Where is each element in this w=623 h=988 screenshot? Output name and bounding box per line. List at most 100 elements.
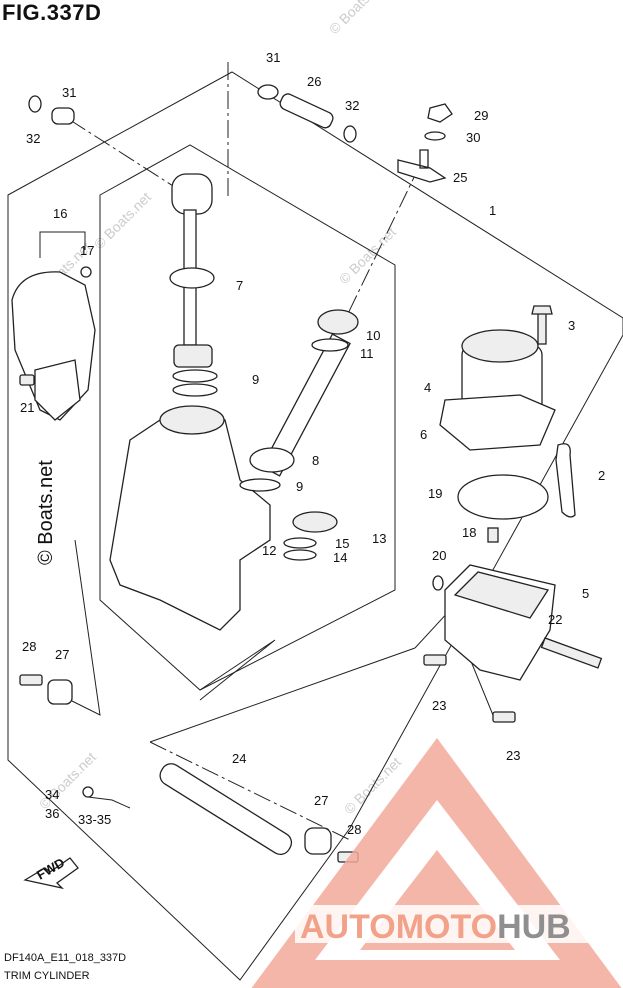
- bolt-23b: [492, 711, 516, 723]
- callout-30: 30: [466, 130, 480, 145]
- leader-16: [39, 231, 86, 258]
- leader-27-28: [69, 539, 101, 716]
- logo-text-hub: HUB: [497, 908, 571, 946]
- cylinder-bore: [159, 405, 225, 435]
- callout-15: 15: [335, 536, 349, 551]
- callout-10: 10: [366, 328, 380, 343]
- figure-name: TRIM CYLINDER: [4, 970, 90, 982]
- logo-text: AUTOMOTOHUB: [300, 908, 571, 946]
- cylinder-cap-9: [173, 344, 213, 368]
- callout-9: 9: [296, 479, 303, 494]
- bolt-28-left: [19, 674, 43, 686]
- o-ring-9b: [239, 478, 281, 492]
- motor-top: [461, 329, 539, 363]
- callout-12: 12: [262, 543, 276, 558]
- piston-8: [249, 447, 295, 473]
- callout-28: 28: [347, 822, 361, 837]
- callout-36: 36: [45, 806, 59, 821]
- callout-8: 8: [312, 453, 319, 468]
- callout-28: 28: [22, 639, 36, 654]
- o-ring-9-upper: [172, 369, 218, 383]
- leader-lower-right: [149, 647, 416, 743]
- motor-flange: [439, 394, 556, 451]
- o-ring-20: [432, 575, 444, 591]
- automotohub-logo: AUTOMOTOHUB: [251, 738, 622, 988]
- plug-10: [317, 309, 359, 335]
- rod-seal-7: [169, 267, 215, 289]
- figure-code: DF140A_E11_018_337D: [4, 952, 127, 964]
- o-ring-9-lower: [172, 383, 218, 397]
- pump-top: [453, 571, 550, 619]
- callout-17: 17: [80, 243, 94, 258]
- callout-31: 31: [266, 50, 280, 65]
- leader-lower-box: [199, 639, 276, 701]
- bond-wire: [87, 796, 131, 809]
- bushing-31-left: [51, 107, 75, 125]
- callout-5: 5: [582, 586, 589, 601]
- o-ring-14b: [283, 549, 317, 561]
- callout-26: 26: [307, 74, 321, 89]
- bolt-22: [540, 637, 603, 669]
- callout-32: 32: [345, 98, 359, 113]
- callout-18: 18: [462, 525, 476, 540]
- callout-27: 27: [55, 647, 69, 662]
- nut-29: [427, 103, 453, 123]
- watermark-mid: © Boats.net: [336, 224, 399, 287]
- callout-25: 25: [453, 170, 467, 185]
- callout-13: 13: [372, 531, 386, 546]
- fwd-arrow-icon: [23, 857, 79, 890]
- trim-guard-bracket: [34, 359, 81, 421]
- callout-3: 3: [568, 318, 575, 333]
- pin-26: [279, 93, 334, 129]
- watermark-top: © Boats.net: [326, 0, 389, 37]
- stud-25: [397, 149, 447, 183]
- callout-11: 11: [360, 346, 374, 361]
- callout-6: 6: [420, 427, 427, 442]
- bolt-23a: [423, 654, 447, 666]
- callout-29: 29: [474, 108, 488, 123]
- grommet-17: [80, 266, 92, 278]
- assembly-outline-6: [99, 144, 396, 691]
- leader-tube-dashed: [339, 164, 421, 331]
- o-ring-14a: [283, 537, 317, 549]
- callout-24: 24: [232, 751, 246, 766]
- callout-31: 31: [62, 85, 76, 100]
- terminal-34: [82, 786, 94, 798]
- piston-15: [292, 511, 338, 533]
- callout-22: 22: [548, 612, 562, 627]
- callout-16: 16: [53, 206, 67, 221]
- bushing-27-lower: [304, 827, 332, 855]
- bushing-31-top: [257, 84, 279, 100]
- watermark-vertical: © Boats.net: [35, 460, 57, 565]
- callout-9: 9: [252, 372, 259, 387]
- bolt-3: [537, 309, 547, 345]
- clip-2: [555, 443, 576, 518]
- callout-23: 23: [506, 748, 520, 763]
- callout-4: 4: [424, 380, 431, 395]
- figure-title: FIG.337D: [2, 0, 102, 25]
- o-ring-11: [311, 338, 349, 352]
- callout-27: 27: [314, 793, 328, 808]
- o-ring-19: [457, 474, 549, 520]
- shaft-24: [159, 763, 293, 856]
- trim-cylinder-body: [109, 409, 271, 631]
- callout-19: 19: [428, 486, 442, 501]
- callout-21: 21: [20, 400, 34, 415]
- logo-text-auto: AUTOMOTO: [300, 908, 497, 946]
- callout-2: 2: [598, 468, 605, 483]
- bushing-27-left: [47, 679, 73, 705]
- callout-34: 34: [45, 787, 59, 802]
- washer-30: [424, 131, 446, 141]
- bolt-21: [19, 374, 35, 386]
- callout-32: 32: [26, 131, 40, 146]
- callout-20: 20: [432, 548, 446, 563]
- callout-14: 14: [333, 550, 347, 565]
- filter-18: [487, 527, 499, 543]
- callout-23: 23: [432, 698, 446, 713]
- rod-eye: [171, 173, 213, 215]
- watermark-lower-left: © Boats.net: [36, 749, 99, 812]
- leader-lower-dashed: [149, 741, 351, 841]
- callout-7: 7: [236, 278, 243, 293]
